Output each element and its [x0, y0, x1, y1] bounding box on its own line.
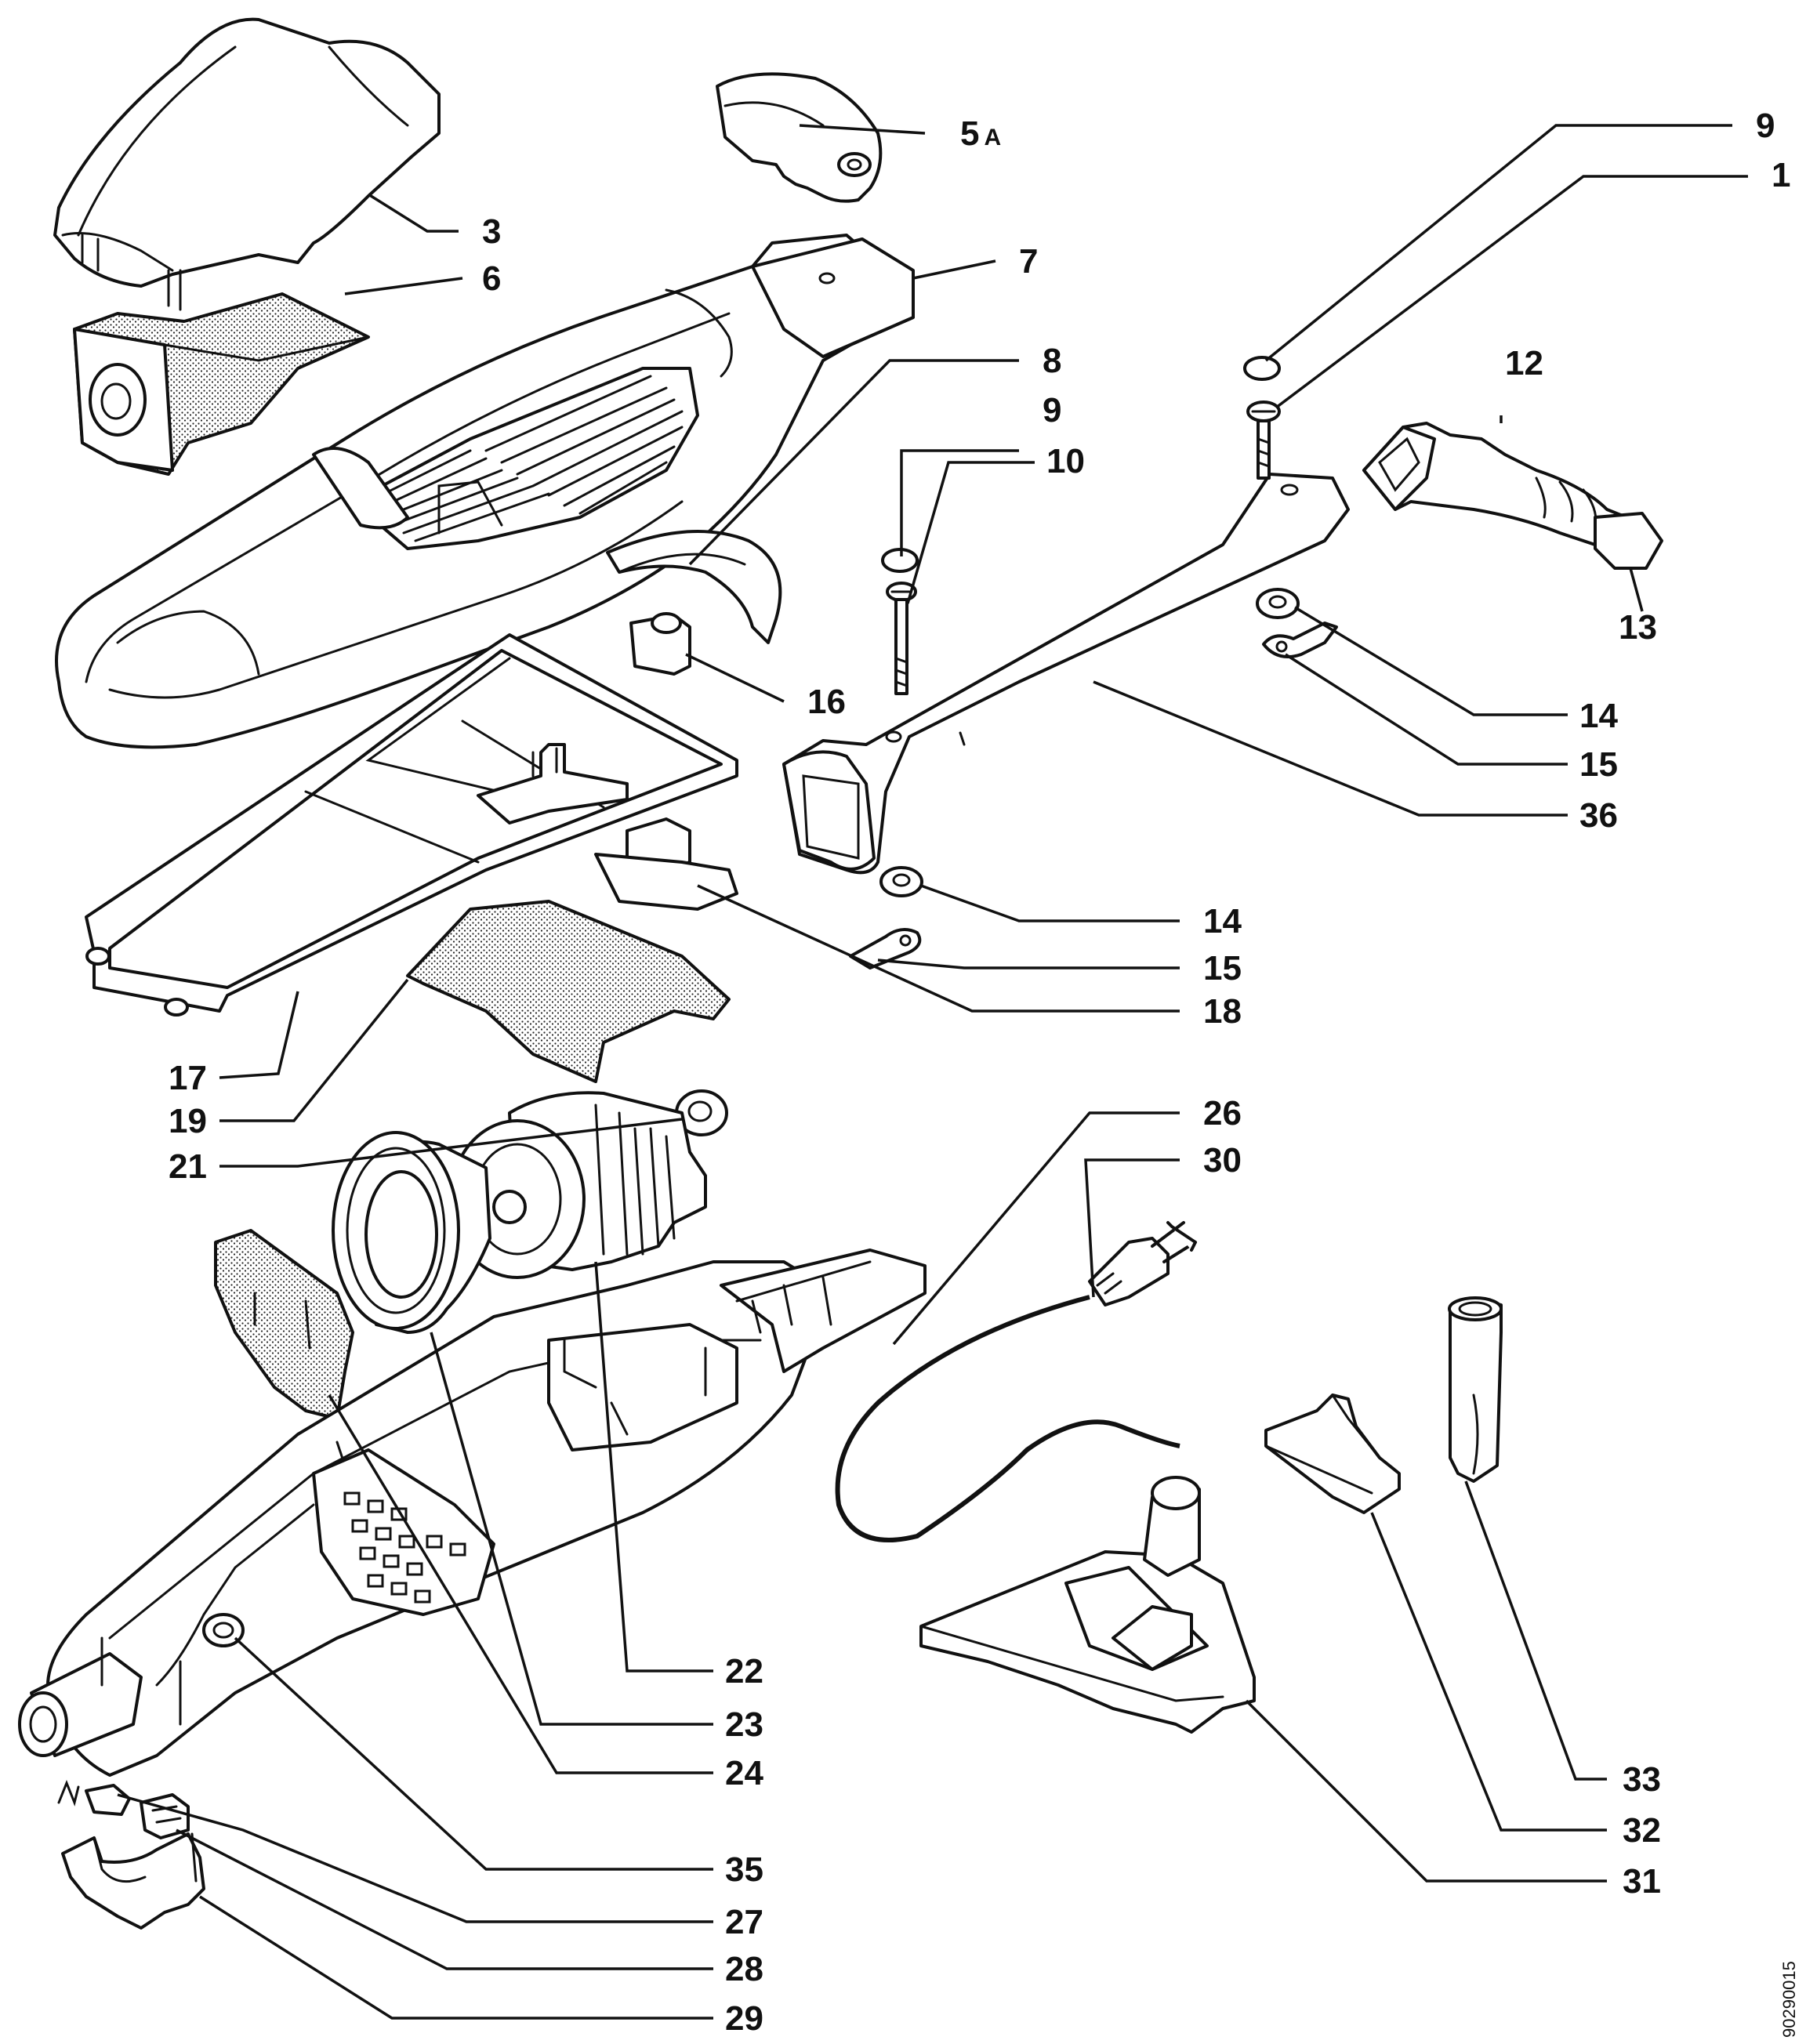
shield-part: [606, 530, 782, 644]
leader-lines: [117, 124, 1748, 2020]
label-35: 35: [725, 1850, 763, 1889]
brush-nozzle-part: [1264, 1393, 1401, 1514]
label-9-mid: 9: [1043, 391, 1061, 429]
filter-pad-part: [406, 900, 731, 1083]
lock-15a-part: [1262, 622, 1338, 658]
washer-14a-part: [1256, 588, 1300, 619]
label-3: 3: [482, 212, 501, 251]
label-33: 33: [1623, 1760, 1661, 1799]
cap-5a-part: [716, 72, 883, 203]
side-filter-part: [214, 1229, 354, 1420]
lock-15b-part: [849, 928, 922, 969]
label-27: 27: [725, 1903, 763, 1941]
base-cover-29-part: [61, 1832, 205, 1930]
label-17: 17: [169, 1059, 207, 1097]
label-9-top: 9: [1756, 107, 1775, 145]
label-10: 10: [1046, 442, 1085, 480]
label-22: 22: [725, 1652, 763, 1691]
base-housing-part: [18, 1249, 927, 1777]
label-24: 24: [725, 1754, 763, 1792]
label-12: 12: [1505, 344, 1543, 382]
floor-nozzle-part: [919, 1476, 1256, 1734]
label-14-upper: 14: [1579, 697, 1618, 735]
label-1: 1: [1772, 156, 1790, 194]
label-6: 6: [482, 259, 501, 298]
label-23: 23: [725, 1705, 763, 1744]
label-29: 29: [725, 1999, 763, 2038]
screw-10-part: [881, 548, 919, 695]
label-31: 31: [1623, 1862, 1661, 1901]
label-36: 36: [1579, 796, 1618, 835]
washer-14b-part: [879, 866, 923, 897]
label-14-lower: 14: [1203, 902, 1242, 940]
lid-cover-part: [53, 17, 441, 311]
label-16: 16: [807, 683, 846, 721]
label-13: 13: [1619, 608, 1657, 647]
plug-part: [1088, 1221, 1197, 1306]
dust-bag-part: [73, 292, 370, 476]
label-7: 7: [1019, 242, 1038, 281]
label-28: 28: [725, 1950, 763, 1988]
label-8: 8: [1043, 342, 1061, 380]
label-21: 21: [169, 1147, 207, 1186]
latch-part: [629, 612, 691, 676]
label-26: 26: [1203, 1094, 1242, 1133]
label-19: 19: [169, 1102, 207, 1140]
end-cap-part: [1594, 512, 1663, 570]
label-32: 32: [1623, 1811, 1661, 1850]
filter-frame-part: [85, 633, 738, 1017]
filter-bracket-part: [477, 743, 738, 911]
screw-1-part: [1243, 356, 1281, 480]
crevice-tool-part: [1448, 1296, 1503, 1483]
seal-ring-part: [332, 1131, 491, 1334]
upper-housing-part: [55, 234, 915, 749]
handle-tube-part: [782, 473, 1350, 875]
power-cord-part: [835, 1295, 1180, 1542]
drawing-code: 90290015: [1779, 1961, 1799, 2038]
label-18: 18: [1203, 992, 1242, 1031]
label-30: 30: [1203, 1141, 1242, 1180]
label-15-lower: 15: [1203, 949, 1242, 988]
clip-27-part: [57, 1779, 131, 1816]
label-15-upper: 15: [1579, 745, 1618, 784]
